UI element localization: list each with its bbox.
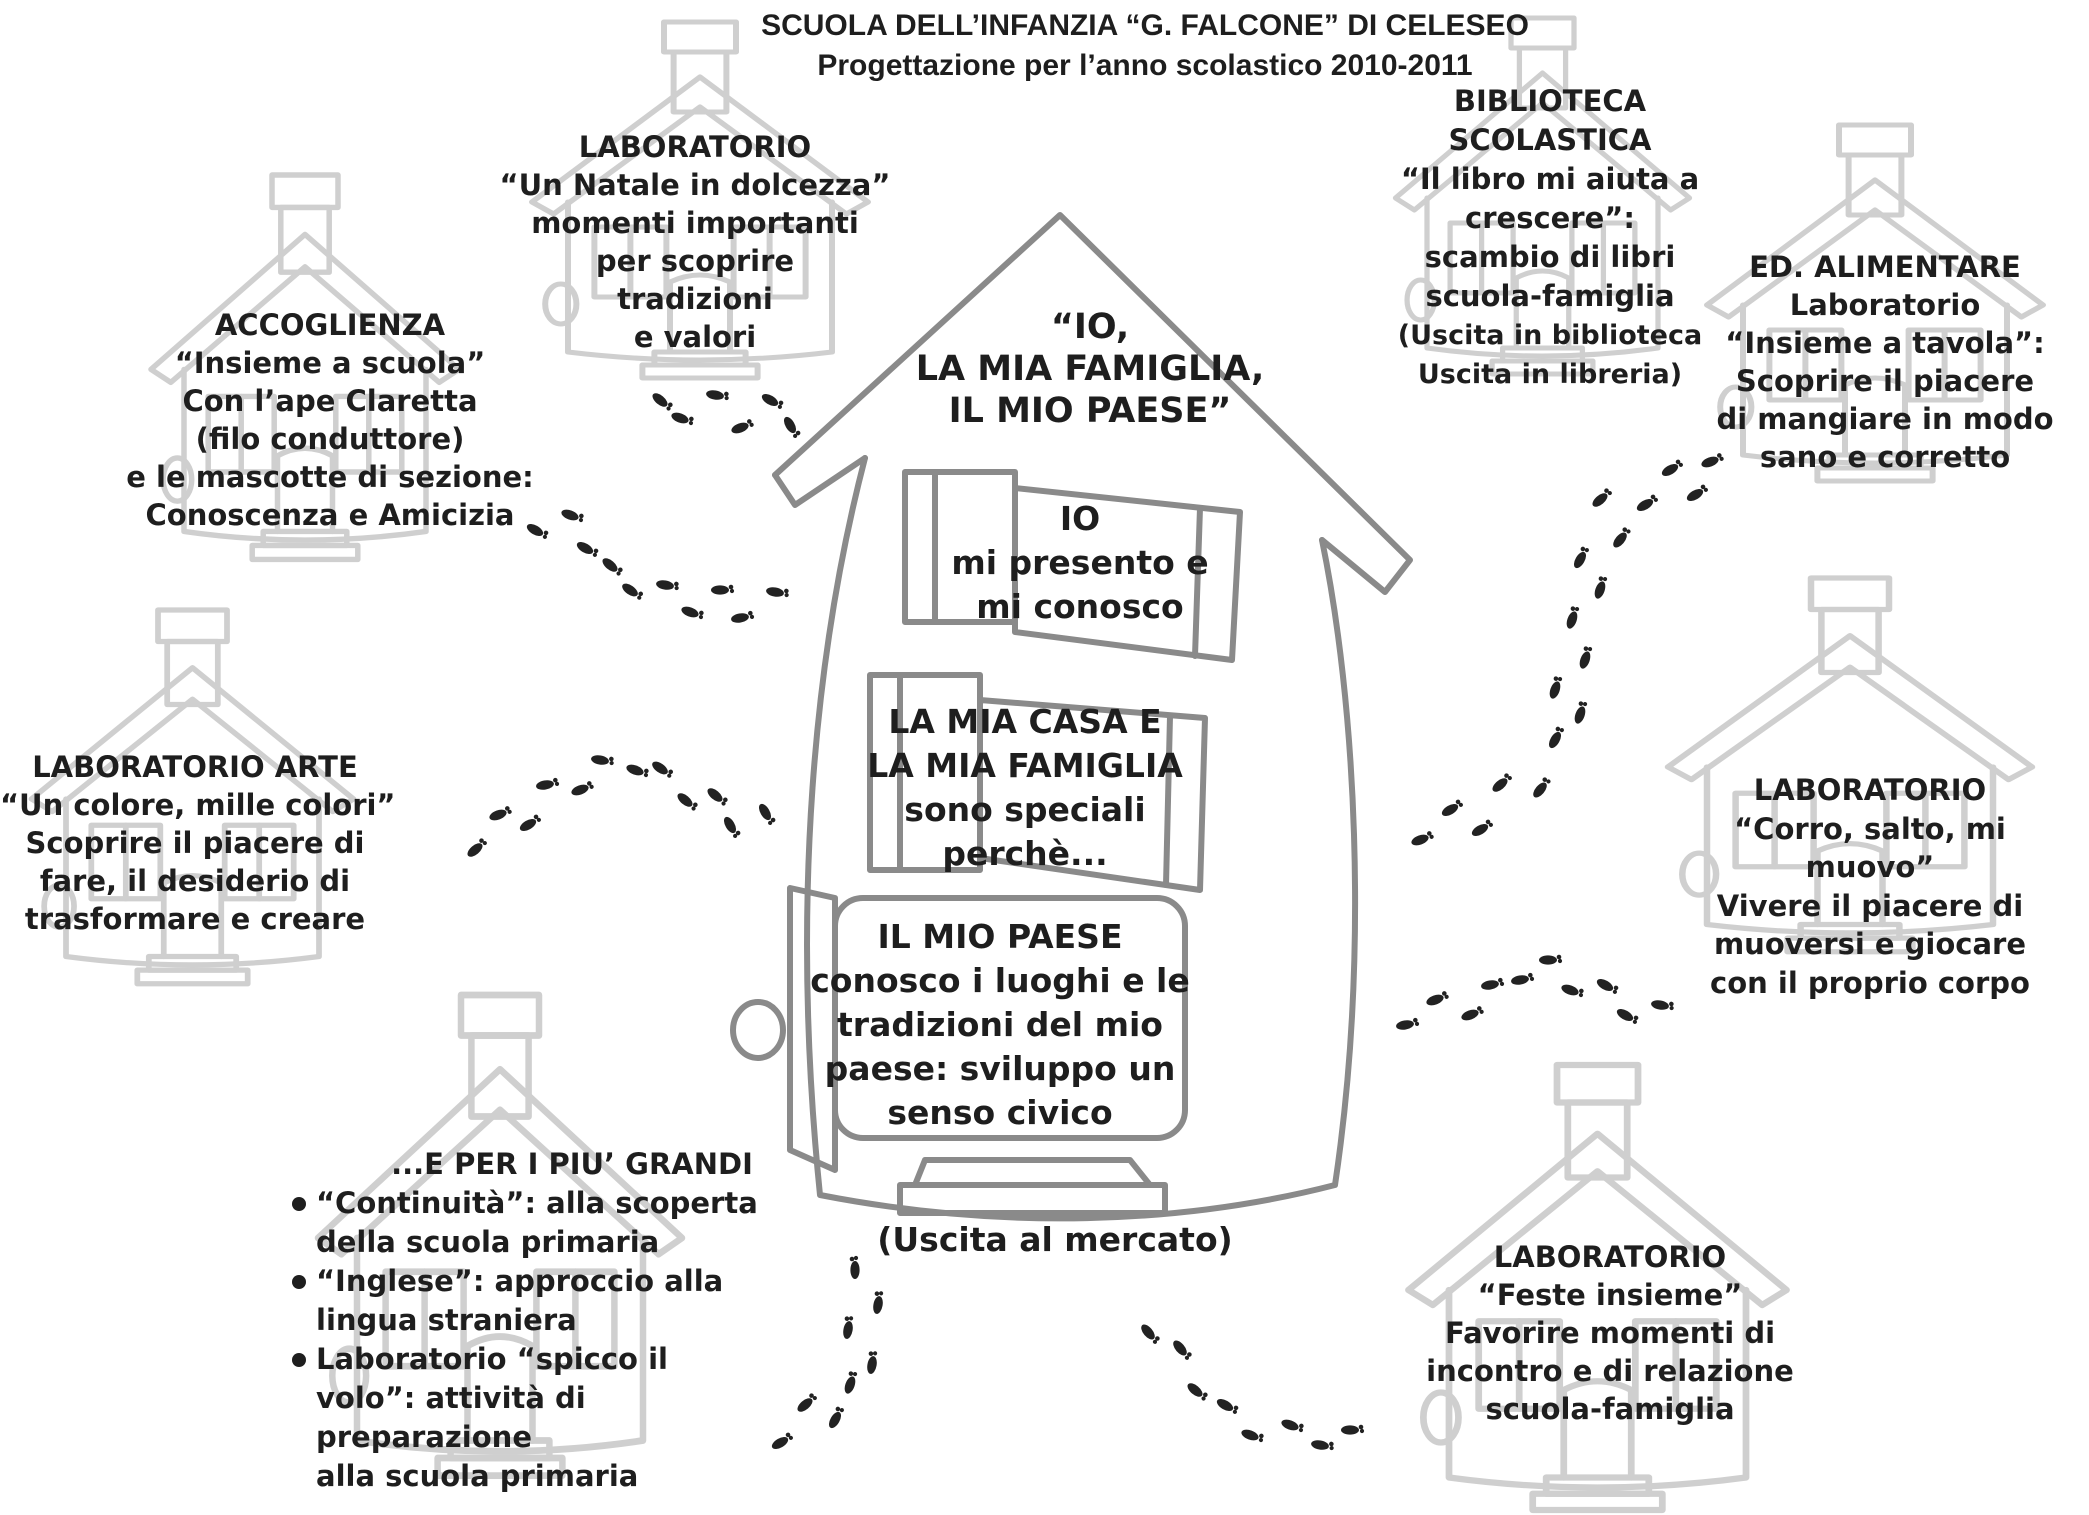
bullet-icon <box>292 1353 306 1367</box>
alimentare-block: ED. ALIMENTARE Laboratorio “Insieme a ta… <box>1716 250 2054 474</box>
school-title: SCUOLA DELL’INFANZIA “G. FALCONE” DI CEL… <box>761 9 1529 42</box>
school-year-subtitle: Progettazione per l’anno scolastico 2010… <box>817 49 1473 82</box>
biblioteca-block: BIBLIOTECA SCOLASTICA “Il libro mi aiuta… <box>1397 84 1703 390</box>
arte-block: LABORATORIO ARTE “Un colore, mille color… <box>0 750 396 936</box>
io-block: IO mi presento e mi conosco <box>951 499 1209 626</box>
list-item: “Inglese”: approccio alla lingua stranie… <box>292 1262 792 1340</box>
central-house <box>730 212 1413 1222</box>
list-item: “Continuità”: alla scoperta della scuola… <box>292 1184 792 1262</box>
casa-famiglia-block: LA MIA CASA E LA MIA FAMIGLIA sono speci… <box>867 702 1183 873</box>
grandi-block: ...E PER I PIU’ GRANDI “Continuità”: all… <box>292 1145 792 1496</box>
feste-block: LABORATORIO “Feste insieme” Favorire mom… <box>1426 1240 1794 1426</box>
accoglienza-block: ACCOGLIENZA “Insieme a scuola” Con l’ape… <box>126 308 534 532</box>
grandi-title: ...E PER I PIU’ GRANDI <box>391 1147 753 1181</box>
bullet-icon <box>292 1197 306 1211</box>
central-title: “IO, LA MIA FAMIGLIA, IL MIO PAESE” <box>915 307 1265 431</box>
list-item: Laboratorio “spicco il volo”: attività d… <box>292 1340 792 1496</box>
corro-block: LABORATORIO “Corro, salto, mi muovo” Viv… <box>1710 773 2030 1000</box>
page-header: SCUOLA DELL’INFANZIA “G. FALCONE” DI CEL… <box>745 6 1545 86</box>
paese-block: IL MIO PAESE conosco i luoghi e le tradi… <box>810 917 1190 1132</box>
bullet-icon <box>292 1275 306 1289</box>
natale-block: LABORATORIO “Un Natale in dolcezza” mome… <box>499 130 891 354</box>
uscita-mercato: (Uscita al mercato) <box>877 1220 1233 1259</box>
